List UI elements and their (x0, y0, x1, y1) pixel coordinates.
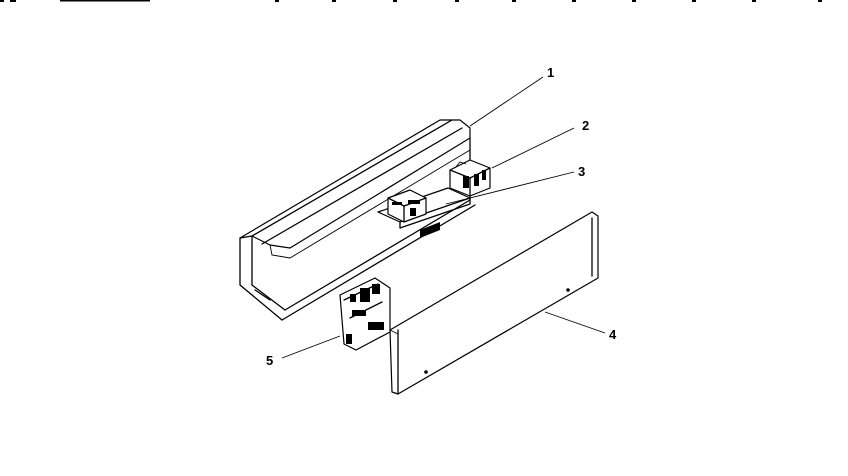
top-edge-marks (0, 0, 822, 2)
front-panel (389, 211, 599, 395)
callout-3: 3 (578, 164, 585, 179)
leader-lines (281, 76, 606, 359)
callout-5: 5 (266, 353, 273, 368)
control-board-module (339, 277, 391, 351)
relay-bracket (449, 159, 491, 197)
transformer-board (377, 187, 471, 238)
callout-2: 2 (582, 118, 589, 133)
callout-4: 4 (609, 327, 617, 342)
control-panel-housing (239, 119, 476, 321)
callout-1: 1 (547, 65, 554, 80)
